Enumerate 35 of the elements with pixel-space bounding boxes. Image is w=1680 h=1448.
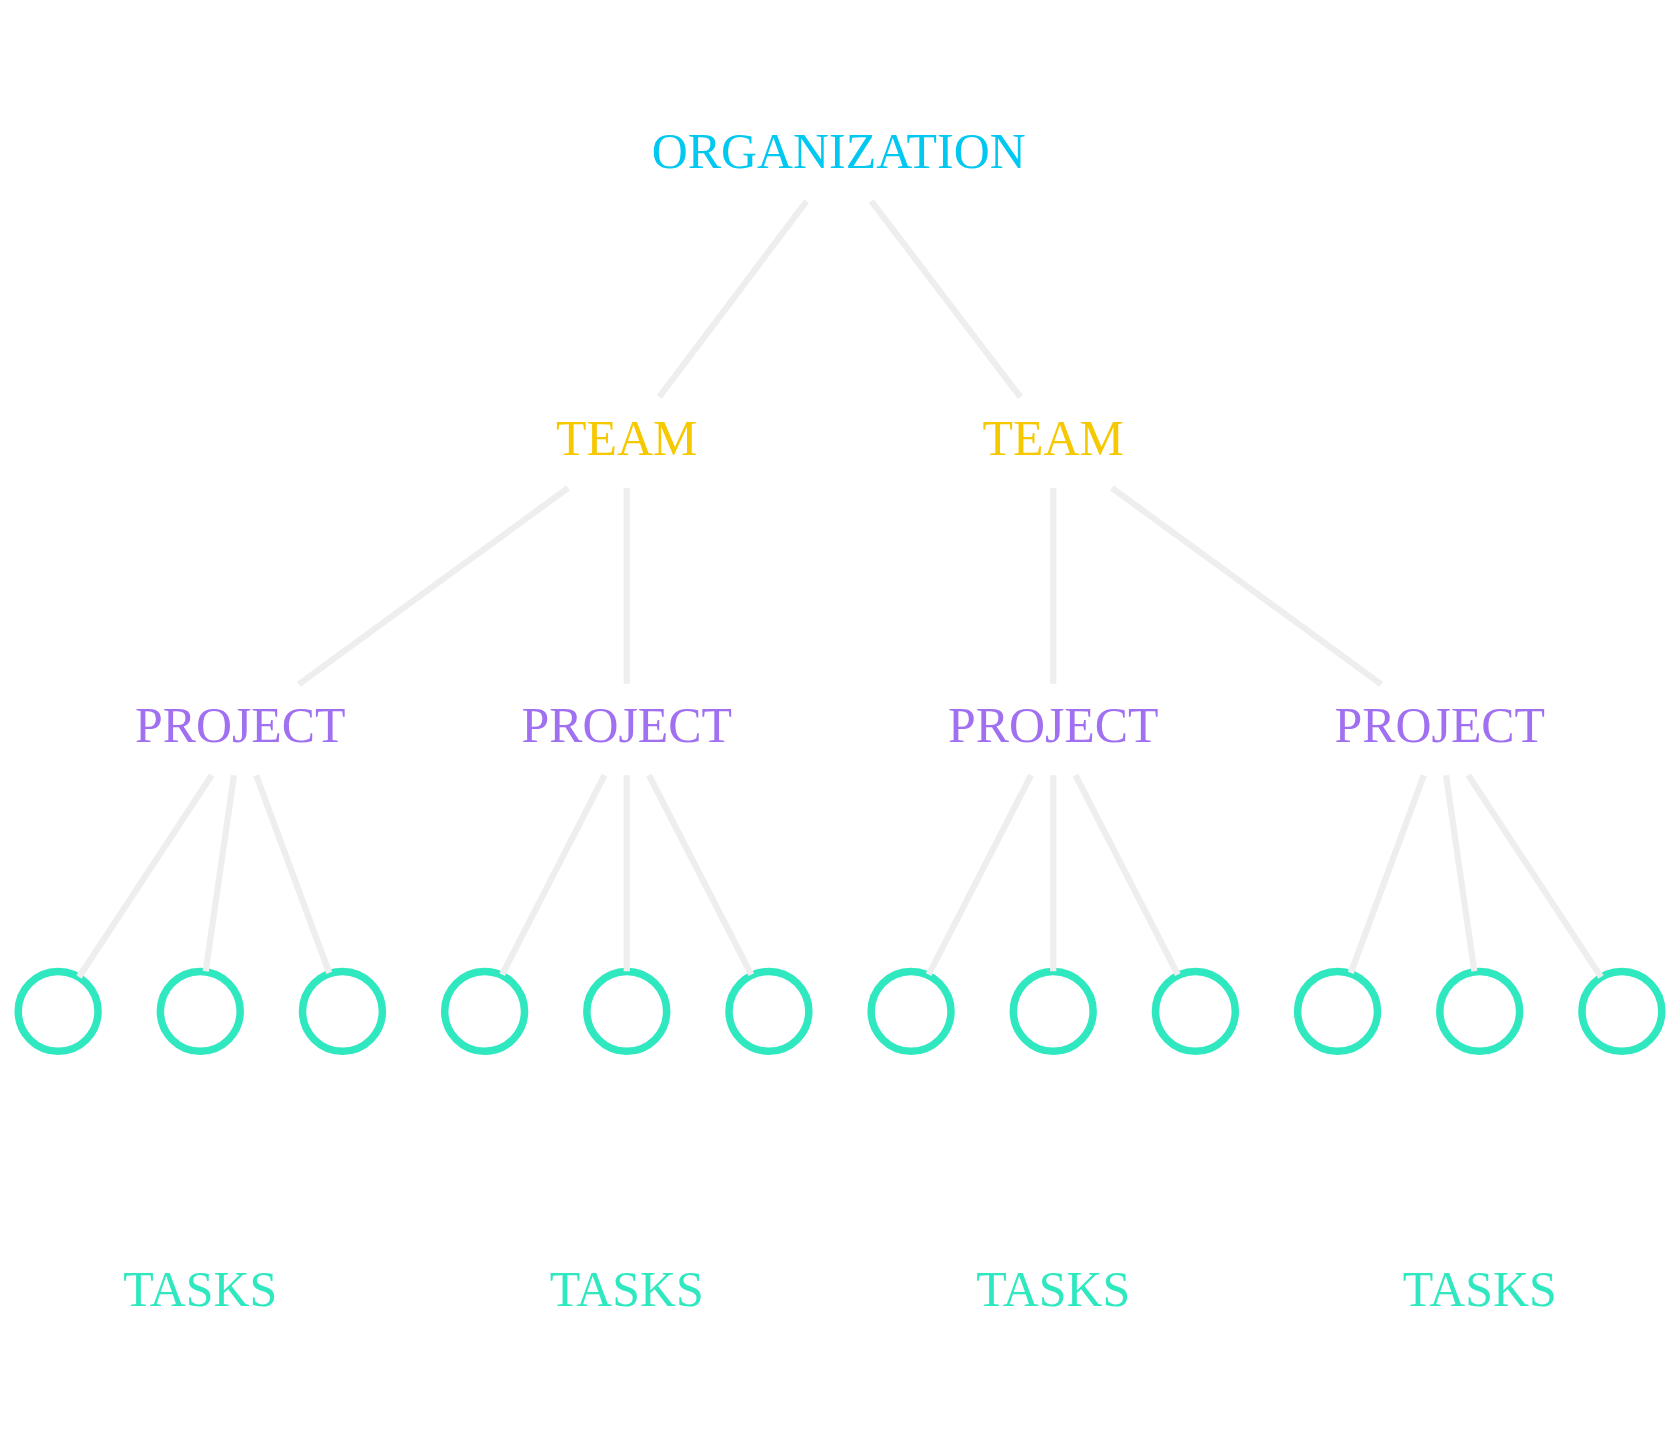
connector <box>623 774 630 971</box>
node-circle <box>725 967 813 1055</box>
node-circle <box>583 967 671 1055</box>
connector <box>1072 773 1181 976</box>
label: TASKS <box>1402 1261 1557 1317</box>
connector <box>1050 774 1057 971</box>
connector <box>499 773 608 976</box>
node-circle <box>1293 967 1382 1055</box>
label: TASKS <box>549 1261 704 1317</box>
node-text: PROJECT <box>1334 697 1546 753</box>
node-text: PROJECT <box>134 697 346 753</box>
node-circle <box>14 967 102 1055</box>
node-circle <box>1009 967 1097 1055</box>
node-circle <box>1436 967 1524 1055</box>
connector <box>925 773 1034 976</box>
node-circle <box>1151 967 1240 1055</box>
connector <box>1465 773 1604 979</box>
connector <box>202 774 238 972</box>
label: TASKS <box>976 1261 1131 1317</box>
node-text: TEAM <box>982 410 1124 466</box>
connector <box>1347 773 1427 974</box>
node-circle <box>440 967 529 1055</box>
node-text: TEAM <box>556 410 698 466</box>
node-circle <box>1578 967 1666 1055</box>
connector <box>1442 774 1478 972</box>
node-circle <box>298 967 387 1055</box>
connector <box>76 773 215 979</box>
connector <box>646 773 755 976</box>
connector <box>253 773 333 974</box>
node-text: PROJECT <box>947 697 1159 753</box>
node-text: PROJECT <box>521 697 733 753</box>
node-circle <box>156 967 244 1055</box>
node-circle <box>867 967 955 1055</box>
label: TASKS <box>123 1261 278 1317</box>
node-text: ORGANIZATION <box>651 123 1026 179</box>
